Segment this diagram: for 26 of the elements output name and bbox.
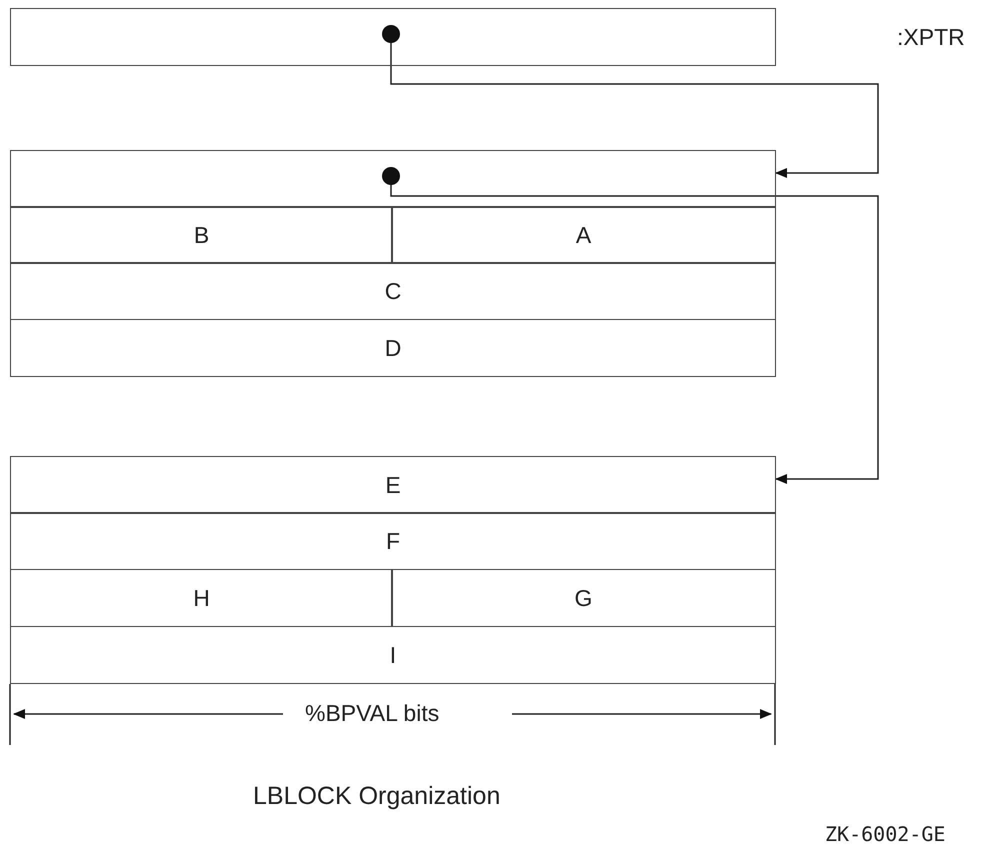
field-box	[10, 512, 776, 570]
field-label: A	[576, 222, 592, 248]
field-label: H	[193, 584, 210, 612]
field-label: B	[194, 222, 210, 248]
field-box	[10, 206, 393, 264]
field-box	[10, 262, 776, 320]
field-box	[10, 456, 776, 514]
field-box	[10, 319, 776, 377]
field-label: G	[574, 584, 592, 612]
dimension-label: %BPVAL bits	[305, 700, 440, 727]
field-box	[10, 569, 393, 627]
pointer-arrow	[382, 167, 879, 484]
pointer-name-label: :XPTR	[897, 24, 965, 51]
pointer-arrow	[382, 25, 879, 178]
field-label: D	[384, 334, 402, 362]
field-box	[10, 626, 776, 684]
field-box	[391, 206, 776, 264]
pointer-field	[10, 8, 776, 66]
field-label: I	[390, 642, 396, 668]
field-label: F	[386, 528, 400, 554]
figure-caption: LBLOCK Organization	[253, 782, 500, 811]
field-label: C	[384, 278, 402, 304]
figure-id: ZK-6002-GE	[825, 822, 946, 846]
pointer-field	[10, 150, 776, 208]
field-box	[391, 569, 776, 627]
field-label: E	[385, 472, 401, 498]
